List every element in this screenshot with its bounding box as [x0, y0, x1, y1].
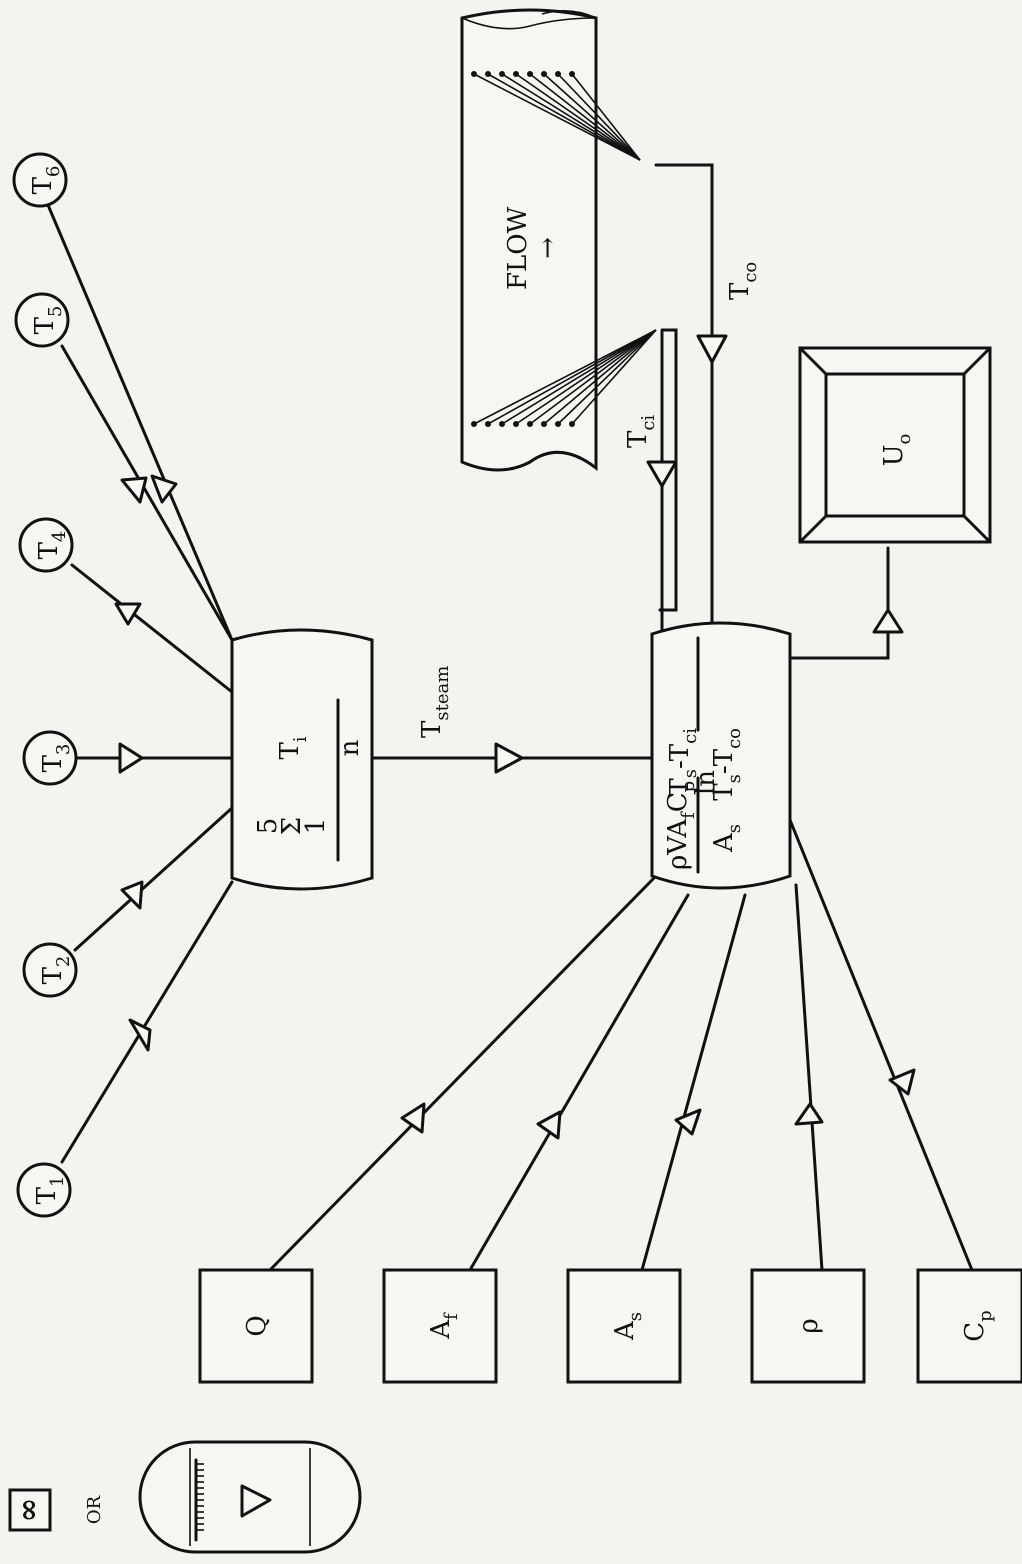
- line-t6: [46, 203, 234, 642]
- svg-text:T5: T5: [30, 306, 66, 335]
- svg-text:ln: ln: [691, 770, 721, 795]
- svg-text:T1: T1: [32, 1176, 68, 1205]
- line-t2: [73, 806, 234, 952]
- outlet-rake: [471, 71, 641, 161]
- line-tci-upper: [658, 328, 678, 612]
- thermocouple-t5: T5: [14, 292, 70, 348]
- pipe-end-top: [461, 17, 597, 30]
- svg-text:ρ: ρ: [794, 1318, 824, 1333]
- averager-block: 5 Σ 1 Ti n: [230, 628, 374, 891]
- input-box-af: Af: [382, 1268, 498, 1384]
- thermocouple-t4: T4: [18, 517, 74, 573]
- tsteam-label: Tsteam: [417, 666, 453, 738]
- line-cp: [788, 818, 974, 1272]
- arrow-tci: [646, 460, 678, 488]
- svg-text:5: 5: [253, 818, 283, 835]
- output-label: Uo: [879, 434, 915, 467]
- legend: ∞ OR: [8, 1440, 362, 1554]
- arrow-q: [400, 1102, 426, 1134]
- line-t1: [60, 880, 234, 1164]
- arrow-cp: [888, 1068, 916, 1096]
- line-output: [788, 546, 890, 660]
- arrow-as: [674, 1108, 702, 1136]
- arrow-tsteam: [494, 742, 524, 774]
- arrow-tco: [696, 334, 728, 364]
- svg-text:T2: T2: [38, 956, 74, 985]
- output-display: Uo: [798, 346, 992, 544]
- arrow-output: [872, 608, 904, 634]
- meter-ticks: [196, 1463, 204, 1531]
- calculator-block: ρVAfCp As ln Ts-Tci Ts-Tco: [650, 621, 792, 890]
- flow-label: FLOW: [503, 206, 533, 290]
- arrow-t6: [150, 474, 178, 504]
- svg-text:As: As: [709, 824, 745, 853]
- arrow-t2: [120, 880, 144, 910]
- line-tco: [654, 163, 714, 632]
- svg-text:n: n: [335, 739, 365, 756]
- legend-or: OR: [84, 1495, 105, 1524]
- pipe: FLOW →: [460, 8, 657, 472]
- tci-label: Tci: [623, 415, 659, 448]
- inlet-rake: [471, 329, 657, 427]
- tco-label: Tco: [725, 262, 761, 300]
- svg-text:Ti: Ti: [275, 736, 311, 759]
- svg-text:As: As: [610, 1312, 646, 1341]
- svg-text:T6: T6: [28, 166, 64, 195]
- svg-text:Ts-Tci: Ts-Tci: [665, 728, 701, 796]
- meter-pointer: [240, 1484, 272, 1518]
- thermocouple-t2: T2: [22, 942, 78, 998]
- arrow-t5: [120, 476, 148, 504]
- svg-text:T3: T3: [38, 744, 74, 773]
- thermocouple-t3: T3: [22, 730, 78, 786]
- svg-text:Q: Q: [242, 1315, 272, 1336]
- svg-text:ρVAfCp: ρVAfCp: [663, 781, 699, 870]
- svg-text:T4: T4: [34, 531, 70, 560]
- line-t5: [60, 344, 234, 642]
- svg-text:Cp: Cp: [960, 1310, 996, 1341]
- svg-text:Ts-Tco: Ts-Tco: [709, 728, 745, 801]
- arrow-rho: [794, 1102, 824, 1126]
- thermocouple-t1: T1: [16, 1162, 72, 1218]
- arrow-t3: [118, 742, 144, 774]
- legend-symbol-box: [8, 1488, 52, 1532]
- thermocouple-t6: T6: [12, 152, 68, 208]
- flow-arrow: →: [533, 237, 563, 259]
- line-q: [268, 876, 656, 1272]
- arrow-t1: [128, 1018, 152, 1052]
- arrow-t4: [114, 602, 142, 626]
- line-as: [640, 893, 747, 1272]
- svg-text:Af: Af: [426, 1312, 462, 1340]
- input-box-cp: Cp: [916, 1268, 1022, 1384]
- line-rho: [794, 883, 824, 1272]
- connection-lines: [46, 163, 974, 1272]
- infinity-icon: ∞: [11, 1498, 46, 1523]
- input-box-q: Q: [198, 1268, 314, 1384]
- arrow-af: [536, 1110, 562, 1140]
- svg-text:1: 1: [301, 818, 331, 835]
- line-af: [468, 893, 690, 1272]
- arrowheads: [114, 334, 916, 1140]
- svg-text:Σ: Σ: [277, 817, 307, 835]
- input-box-rho: ρ: [750, 1268, 866, 1384]
- input-box-as: As: [566, 1268, 682, 1384]
- line-t4: [70, 563, 234, 694]
